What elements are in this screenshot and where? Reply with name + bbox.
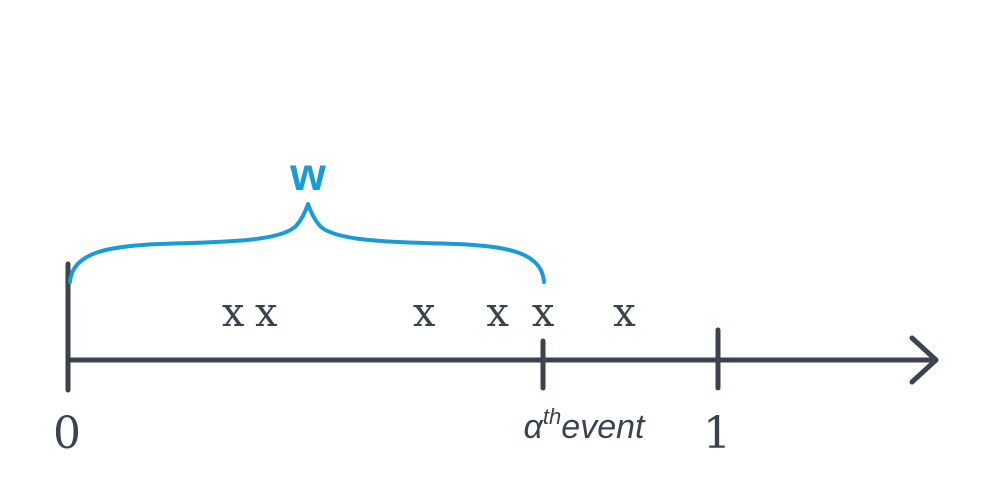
event-label-alpha: α bbox=[524, 408, 545, 446]
event-label-superscript: th bbox=[543, 404, 561, 429]
alpha-event-label: αthevent bbox=[524, 404, 646, 446]
event-marker: x bbox=[222, 290, 245, 336]
arrow-head-icon bbox=[909, 335, 939, 385]
origin-label: 0 bbox=[53, 408, 81, 459]
event-label-word: event bbox=[561, 408, 646, 446]
alpha-event-marker: x bbox=[532, 290, 555, 336]
window-brace bbox=[68, 202, 546, 284]
event-marker: x bbox=[613, 290, 636, 336]
event-marker: x bbox=[486, 290, 509, 336]
brace-label-w: w bbox=[289, 148, 326, 200]
event-marker: x bbox=[255, 290, 278, 336]
event-marker: x bbox=[413, 290, 436, 336]
end-label: 1 bbox=[703, 408, 731, 459]
